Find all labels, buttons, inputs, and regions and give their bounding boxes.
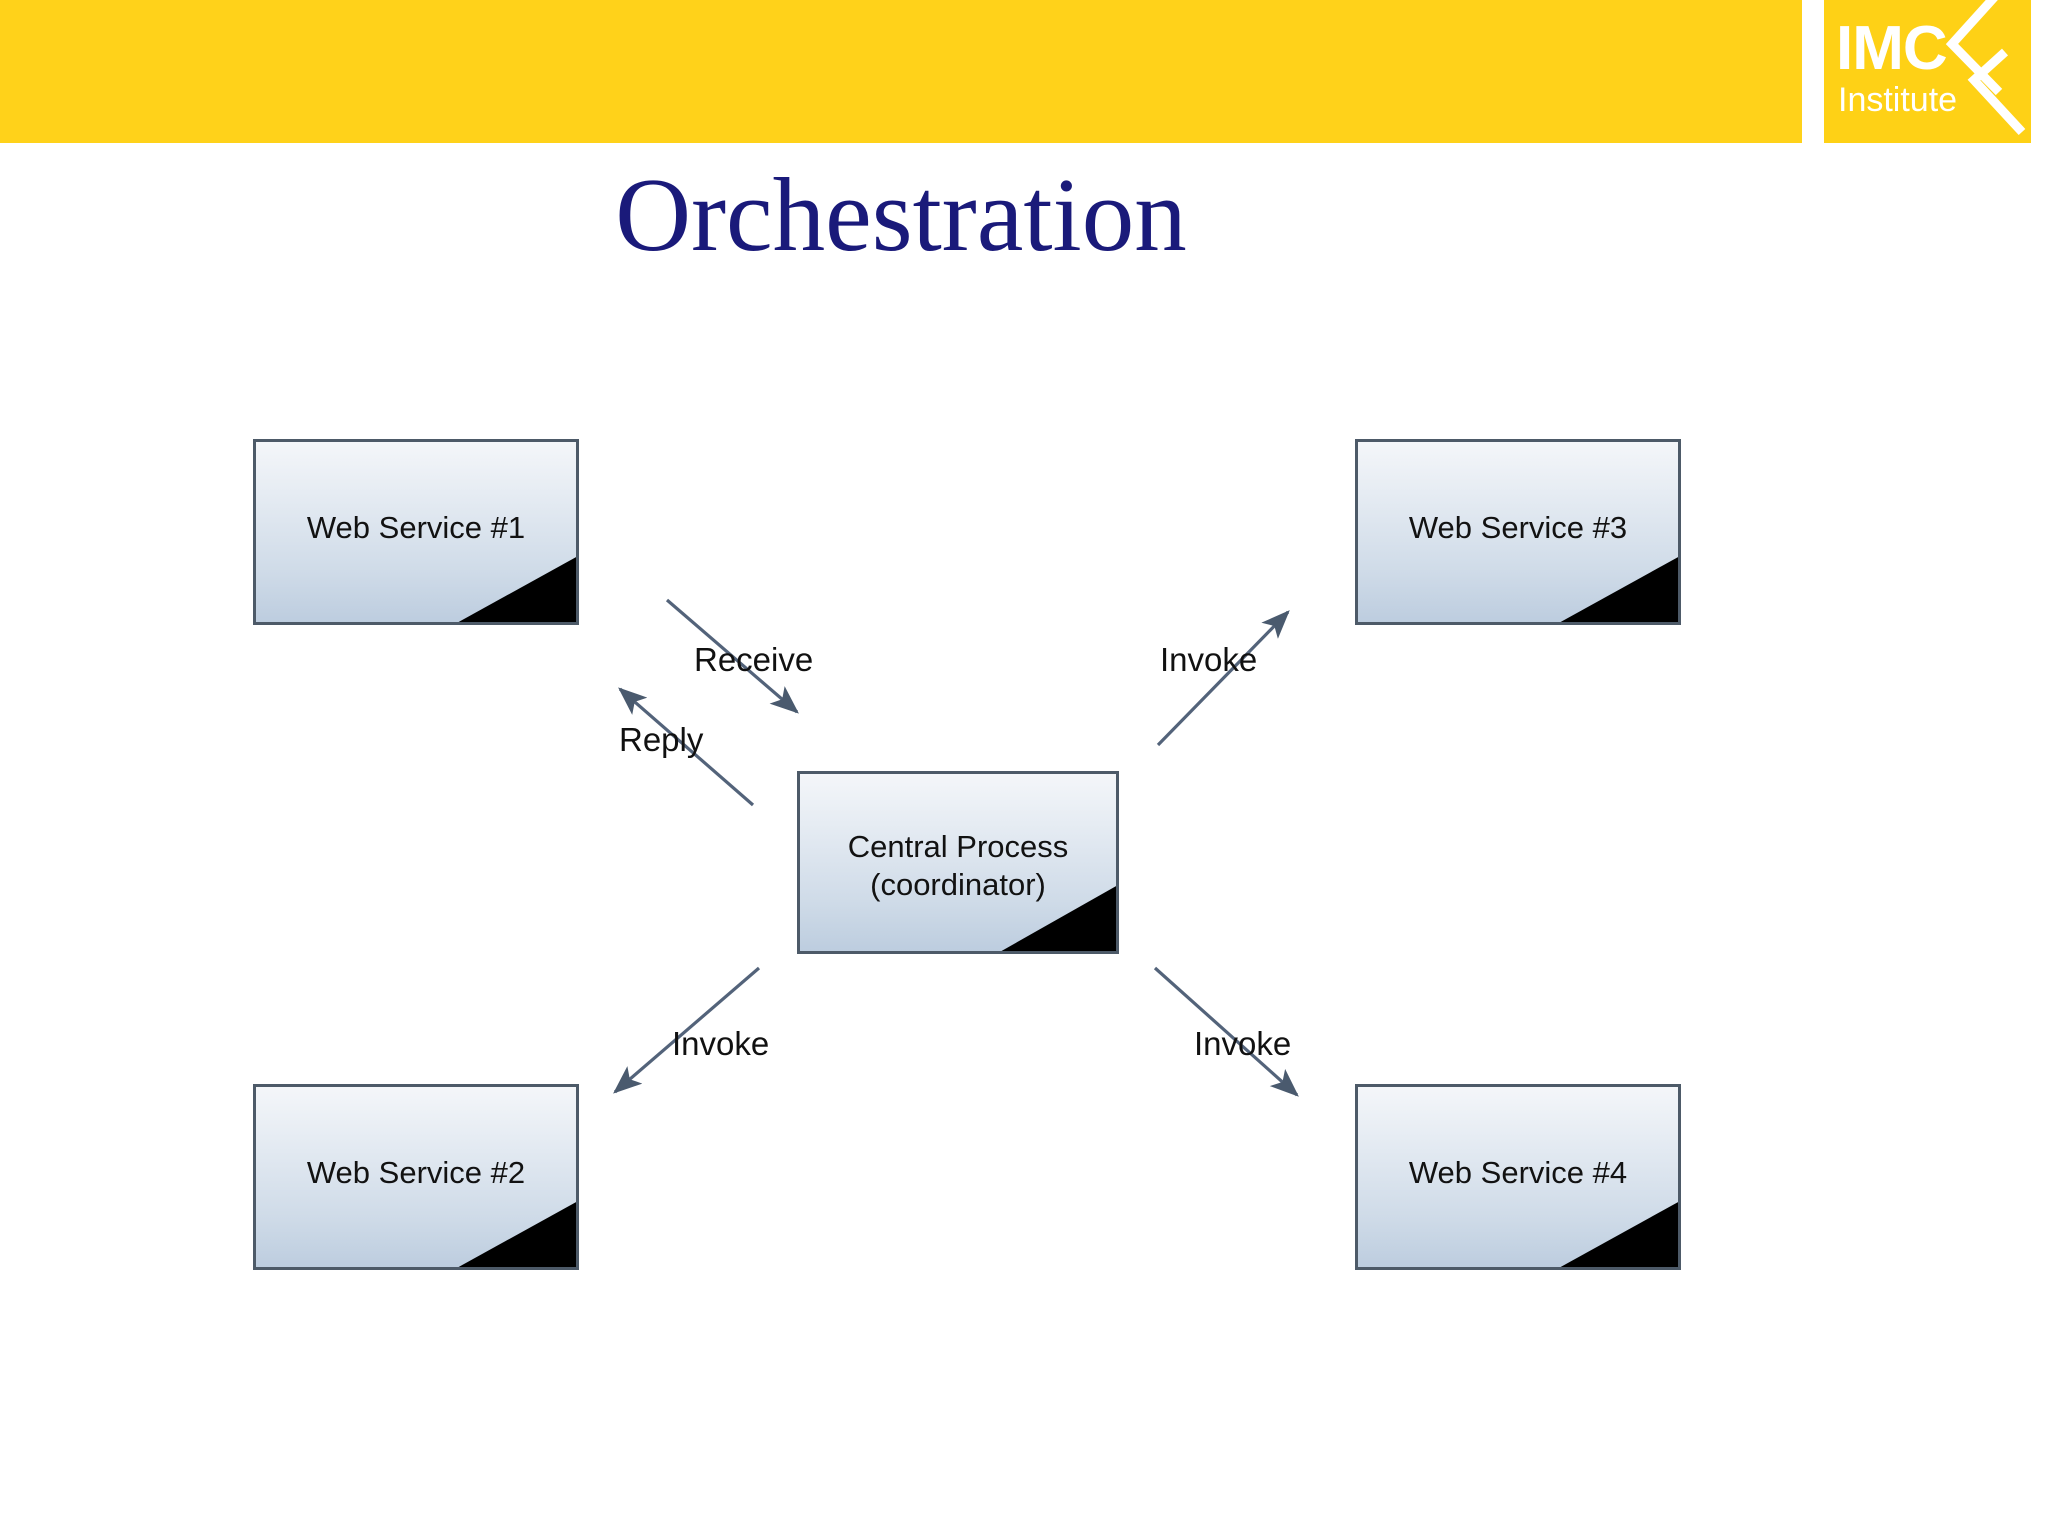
logo-chevron-icon: [1945, 0, 2026, 136]
edge-label-invoke-ws4: Invoke: [1194, 1025, 1292, 1062]
corner-fold-icon: [1557, 556, 1678, 622]
edge-label-reply: Reply: [619, 721, 704, 758]
edge-invoke-ws3: [1156, 610, 1290, 747]
imc-institute-logo: IMC Institute: [1824, 0, 2031, 143]
node-label: Web Service #3: [1408, 510, 1628, 545]
node-label-secondary: (coordinator): [870, 867, 1046, 902]
node-web-service-3[interactable]: Web Service #3: [1355, 439, 1681, 625]
edge-label-invoke-ws2: Invoke: [672, 1025, 770, 1062]
logo-text-imc: IMC: [1836, 14, 1948, 83]
node-web-service-1[interactable]: Web Service #1: [253, 439, 579, 625]
corner-fold-icon: [1557, 1201, 1678, 1267]
corner-fold-icon: [455, 556, 576, 622]
node-label: Web Service #1: [306, 510, 526, 545]
corner-fold-icon: [998, 885, 1116, 951]
corner-fold-icon: [455, 1201, 576, 1267]
header-yellow-band: [0, 0, 1802, 143]
node-web-service-2[interactable]: Web Service #2: [253, 1084, 579, 1270]
page-title: Orchestration: [615, 156, 1187, 273]
edge-label-receive: Receive: [694, 641, 814, 678]
node-label: Web Service #2: [306, 1155, 526, 1190]
node-central-process[interactable]: Central Process (coordinator): [797, 771, 1119, 954]
node-label: Web Service #4: [1408, 1155, 1628, 1190]
node-web-service-4[interactable]: Web Service #4: [1355, 1084, 1681, 1270]
logo-text-institute: Institute: [1838, 81, 1958, 119]
edge-label-invoke-ws3: Invoke: [1160, 641, 1258, 678]
node-label-primary: Central Process: [847, 829, 1069, 864]
